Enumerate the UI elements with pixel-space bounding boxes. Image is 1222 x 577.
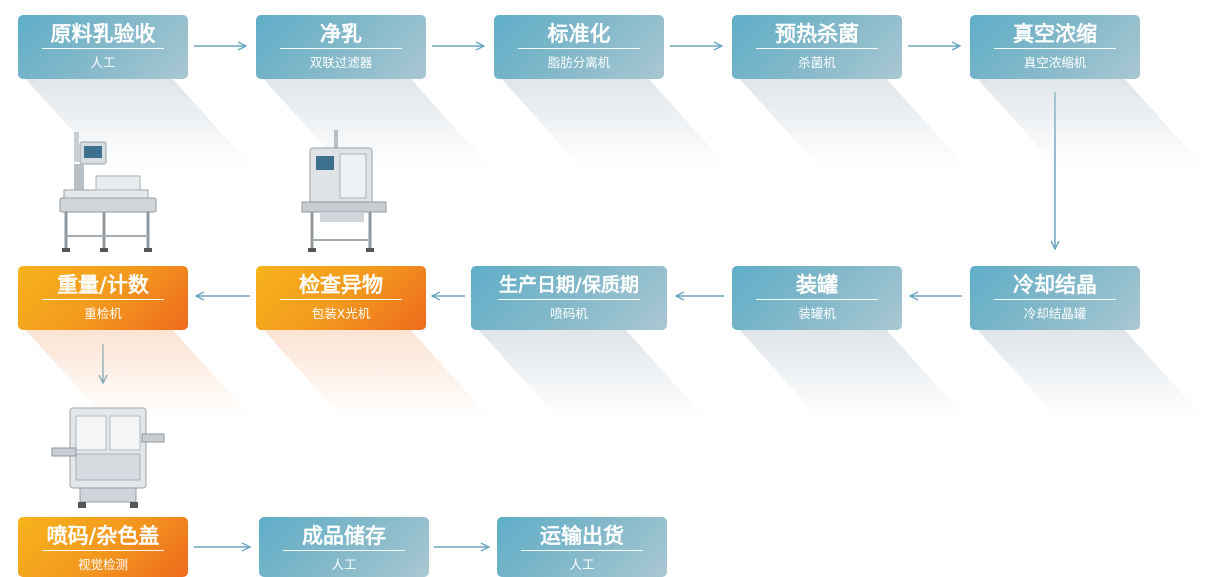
xray-machine-image: [301, 130, 387, 252]
step-title: 预热杀菌: [775, 22, 859, 46]
step-coding-color-cap: 喷码/杂色盖视觉检测: [18, 517, 188, 577]
title-underline: [41, 550, 165, 551]
step-preheat-sterilization: 预热杀菌杀菌机: [732, 15, 902, 79]
step-raw-milk-acceptance: 原料乳验收人工: [18, 15, 188, 79]
step-finished-storage: 成品储存人工: [259, 517, 429, 577]
title-underline: [282, 550, 406, 551]
step-title: 重量/计数: [57, 273, 149, 297]
step-title: 原料乳验收: [50, 22, 156, 46]
step-title: 检查异物: [299, 273, 383, 297]
title-underline: [41, 48, 165, 49]
title-underline: [993, 48, 1117, 49]
step-title: 真空浓缩: [1013, 22, 1097, 46]
step-machine-label: 真空浓缩机: [1023, 55, 1087, 70]
step-machine-label: 脂肪分离机: [547, 55, 611, 70]
step-machine-label: 冷却结晶罐: [1023, 306, 1087, 321]
step-title: 运输出货: [540, 524, 624, 548]
step-title: 成品储存: [302, 524, 386, 548]
title-underline: [279, 48, 403, 49]
step-vacuum-concentration: 真空浓缩真空浓缩机: [970, 15, 1140, 79]
step-machine-label: 喷码机: [550, 306, 588, 321]
step-machine-label: 视觉检测: [77, 557, 128, 572]
title-underline: [755, 299, 879, 300]
step-transport-shipping: 运输出货人工: [497, 517, 667, 577]
step-machine-label: 人工: [90, 55, 116, 70]
step-title: 生产日期/保质期: [499, 274, 639, 296]
title-underline: [41, 299, 165, 300]
step-machine-label: 包装X光机: [311, 306, 371, 321]
step-milk-purification: 净乳双联过滤器: [256, 15, 426, 79]
step-title: 冷却结晶: [1013, 273, 1097, 297]
step-machine-label: 人工: [331, 557, 357, 572]
step-title: 喷码/杂色盖: [46, 524, 160, 548]
vision-inspection-image: [51, 407, 165, 508]
step-standardization: 标准化脂肪分离机: [494, 15, 664, 79]
step-title: 标准化: [547, 22, 611, 46]
checkweigher-image: [59, 132, 157, 252]
title-underline: [520, 550, 644, 551]
step-machine-label: 人工: [569, 557, 595, 572]
step-title: 装罐: [796, 273, 838, 297]
step-production-date-shelf-life: 生产日期/保质期喷码机: [471, 266, 667, 330]
step-canning: 装罐装罐机: [732, 266, 902, 330]
title-underline: [279, 299, 403, 300]
step-cooling-crystallization: 冷却结晶冷却结晶罐: [970, 266, 1140, 330]
title-underline: [498, 299, 640, 300]
step-machine-label: 装罐机: [798, 306, 836, 321]
step-machine-label: 双联过滤器: [309, 55, 373, 70]
title-underline: [517, 48, 641, 49]
step-foreign-matter-inspection: 检查异物包装X光机: [256, 266, 426, 330]
title-underline: [993, 299, 1117, 300]
title-underline: [755, 48, 879, 49]
step-machine-label: 重检机: [84, 306, 122, 321]
step-weight-count-check: 重量/计数重检机: [18, 266, 188, 330]
step-title: 净乳: [320, 22, 362, 46]
step-machine-label: 杀菌机: [798, 55, 836, 70]
